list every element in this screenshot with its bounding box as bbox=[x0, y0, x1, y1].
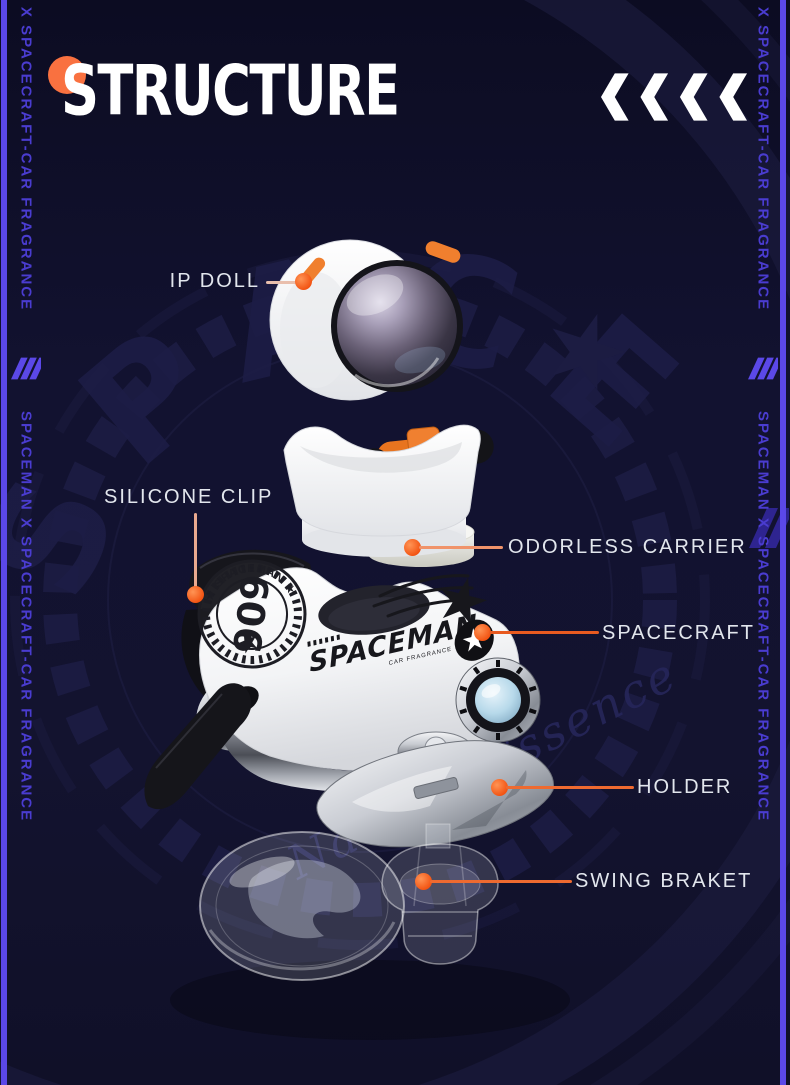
callout-line-spacecraft bbox=[489, 631, 599, 634]
callout-line-odorless-carrier bbox=[419, 546, 503, 549]
left-rail-bar bbox=[1, 0, 7, 1085]
callout-label-holder: HOLDER bbox=[637, 776, 733, 798]
callout-label-spacecraft: SPACECRAFT bbox=[602, 622, 755, 644]
callout-line-silicone-clip bbox=[194, 513, 197, 589]
callout-line-ip-doll bbox=[266, 281, 298, 284]
holder-part bbox=[316, 731, 555, 848]
craft-star-decal bbox=[372, 571, 492, 628]
rail-slashes-icon bbox=[11, 357, 41, 380]
rail-text: SPACEMAN X SPACECRAFT-CAR FRAGRANCE bbox=[754, 0, 772, 312]
callout-label-silicone-clip: SILICONE CLIP bbox=[104, 486, 274, 508]
callout-dot-odorless-carrier bbox=[404, 539, 421, 556]
rail-slashes-icon bbox=[748, 357, 778, 380]
rail-text: SPACEMAN X SPACECRAFT-CAR FRAGRANCE bbox=[17, 411, 35, 823]
rail-text: SPACEMAN X SPACECRAFT-CAR FRAGRANCE bbox=[17, 0, 35, 312]
callout-label-odorless-carrier: ODORLESS CARRIER bbox=[508, 536, 747, 558]
craft-headlight bbox=[455, 657, 541, 743]
back-chevrons-icon bbox=[600, 73, 748, 121]
rail-text: SPACEMAN X SPACECRAFT-CAR FRAGRANCE bbox=[754, 411, 772, 823]
callout-label-swing-braket: SWING BRAKET bbox=[575, 870, 753, 892]
callout-dot-spacecraft bbox=[474, 624, 491, 641]
silicone-clip-arm bbox=[144, 683, 259, 810]
badge-909: ★ SPACEMAN ★ 909 bbox=[197, 556, 307, 669]
page-title: STRUCTURE bbox=[61, 49, 400, 132]
right-rail: SPACEMAN X SPACECRAFT-CAR FRAGRANCE SPAC… bbox=[744, 0, 790, 1085]
callout-dot-swing-braket bbox=[415, 873, 432, 890]
callout-label-ip-doll: IP DOLL bbox=[169, 270, 260, 292]
left-rail: SPACEMAN X SPACECRAFT-CAR FRAGRANCE SPAC… bbox=[0, 0, 46, 1085]
callout-line-swing-braket bbox=[430, 880, 572, 883]
title-accent-dot bbox=[48, 56, 86, 94]
callout-dot-silicone-clip bbox=[187, 586, 204, 603]
right-rail-bar bbox=[780, 0, 786, 1085]
callout-line-holder bbox=[506, 786, 634, 789]
spacecraft-part: ★ SPACEMAN ★ 909 SPACEMAN CAR FRAGRANCE bbox=[196, 556, 541, 792]
swing-bracket-part bbox=[199, 823, 499, 981]
callout-dot-holder bbox=[491, 779, 508, 796]
callout-dot-ip-doll bbox=[295, 273, 312, 290]
